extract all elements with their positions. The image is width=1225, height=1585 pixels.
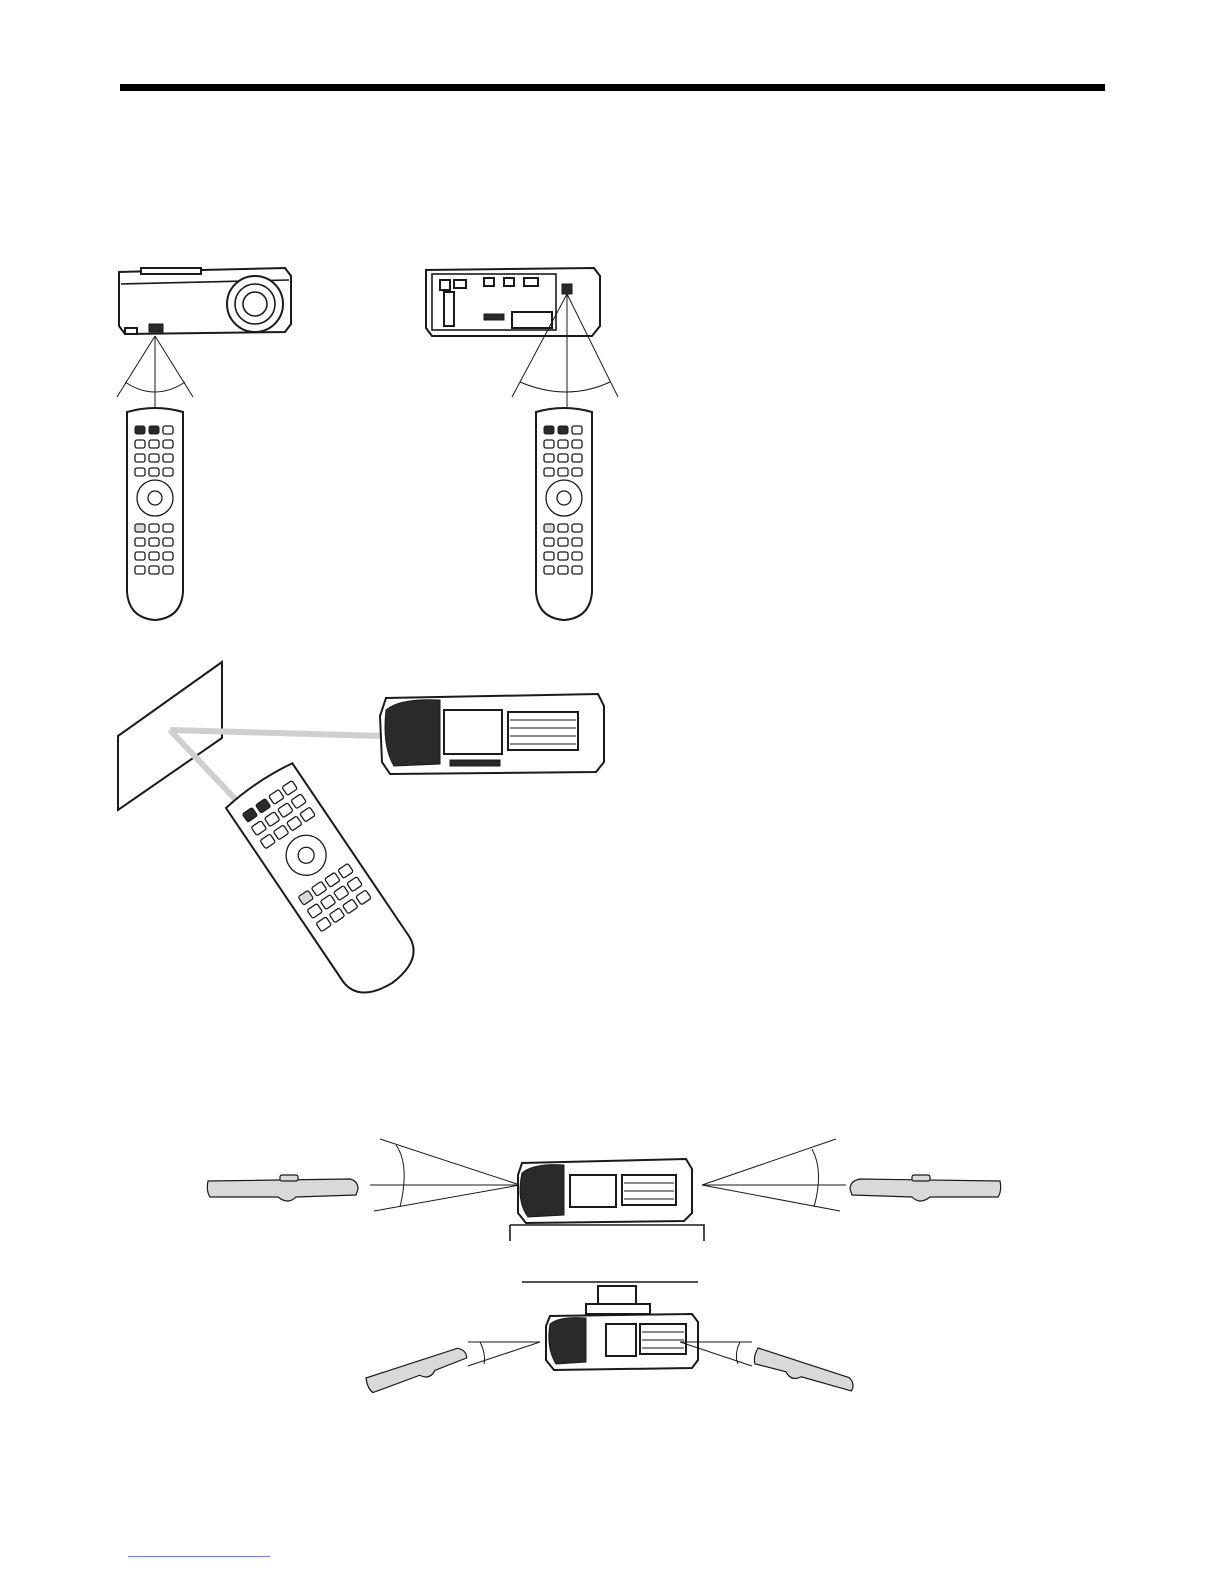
screen-icon bbox=[118, 662, 222, 810]
header-rule bbox=[120, 84, 1105, 91]
vertical-range-table-figure bbox=[200, 1135, 1010, 1245]
vertical-angle-left-icon bbox=[370, 1139, 520, 1211]
remote-control-icon bbox=[127, 408, 183, 620]
footer-link-rule bbox=[128, 1556, 270, 1557]
projector-rear-icon bbox=[426, 268, 600, 336]
remote-tilted-right-icon bbox=[752, 1348, 856, 1397]
vertical-angle-left-icon bbox=[468, 1342, 540, 1366]
vertical-range-ceiling-figure bbox=[360, 1278, 865, 1413]
remote-side-right-icon bbox=[850, 1175, 1001, 1201]
remote-tilted-left-icon bbox=[365, 1346, 469, 1395]
front-sensor-figure bbox=[105, 262, 305, 627]
rear-sensor-figure bbox=[420, 262, 620, 627]
projector-front-icon bbox=[119, 268, 291, 334]
projector-on-table-icon bbox=[510, 1159, 704, 1241]
reception-angle-icon bbox=[117, 336, 193, 407]
vertical-angle-right-icon bbox=[702, 1139, 846, 1211]
projector-inverted-icon bbox=[546, 1314, 698, 1370]
remote-side-left-icon bbox=[207, 1175, 358, 1201]
screen-reflection-figure bbox=[110, 658, 615, 988]
remote-control-icon bbox=[224, 761, 425, 1006]
remote-control-icon bbox=[536, 408, 592, 620]
projector-side-icon bbox=[380, 694, 604, 774]
